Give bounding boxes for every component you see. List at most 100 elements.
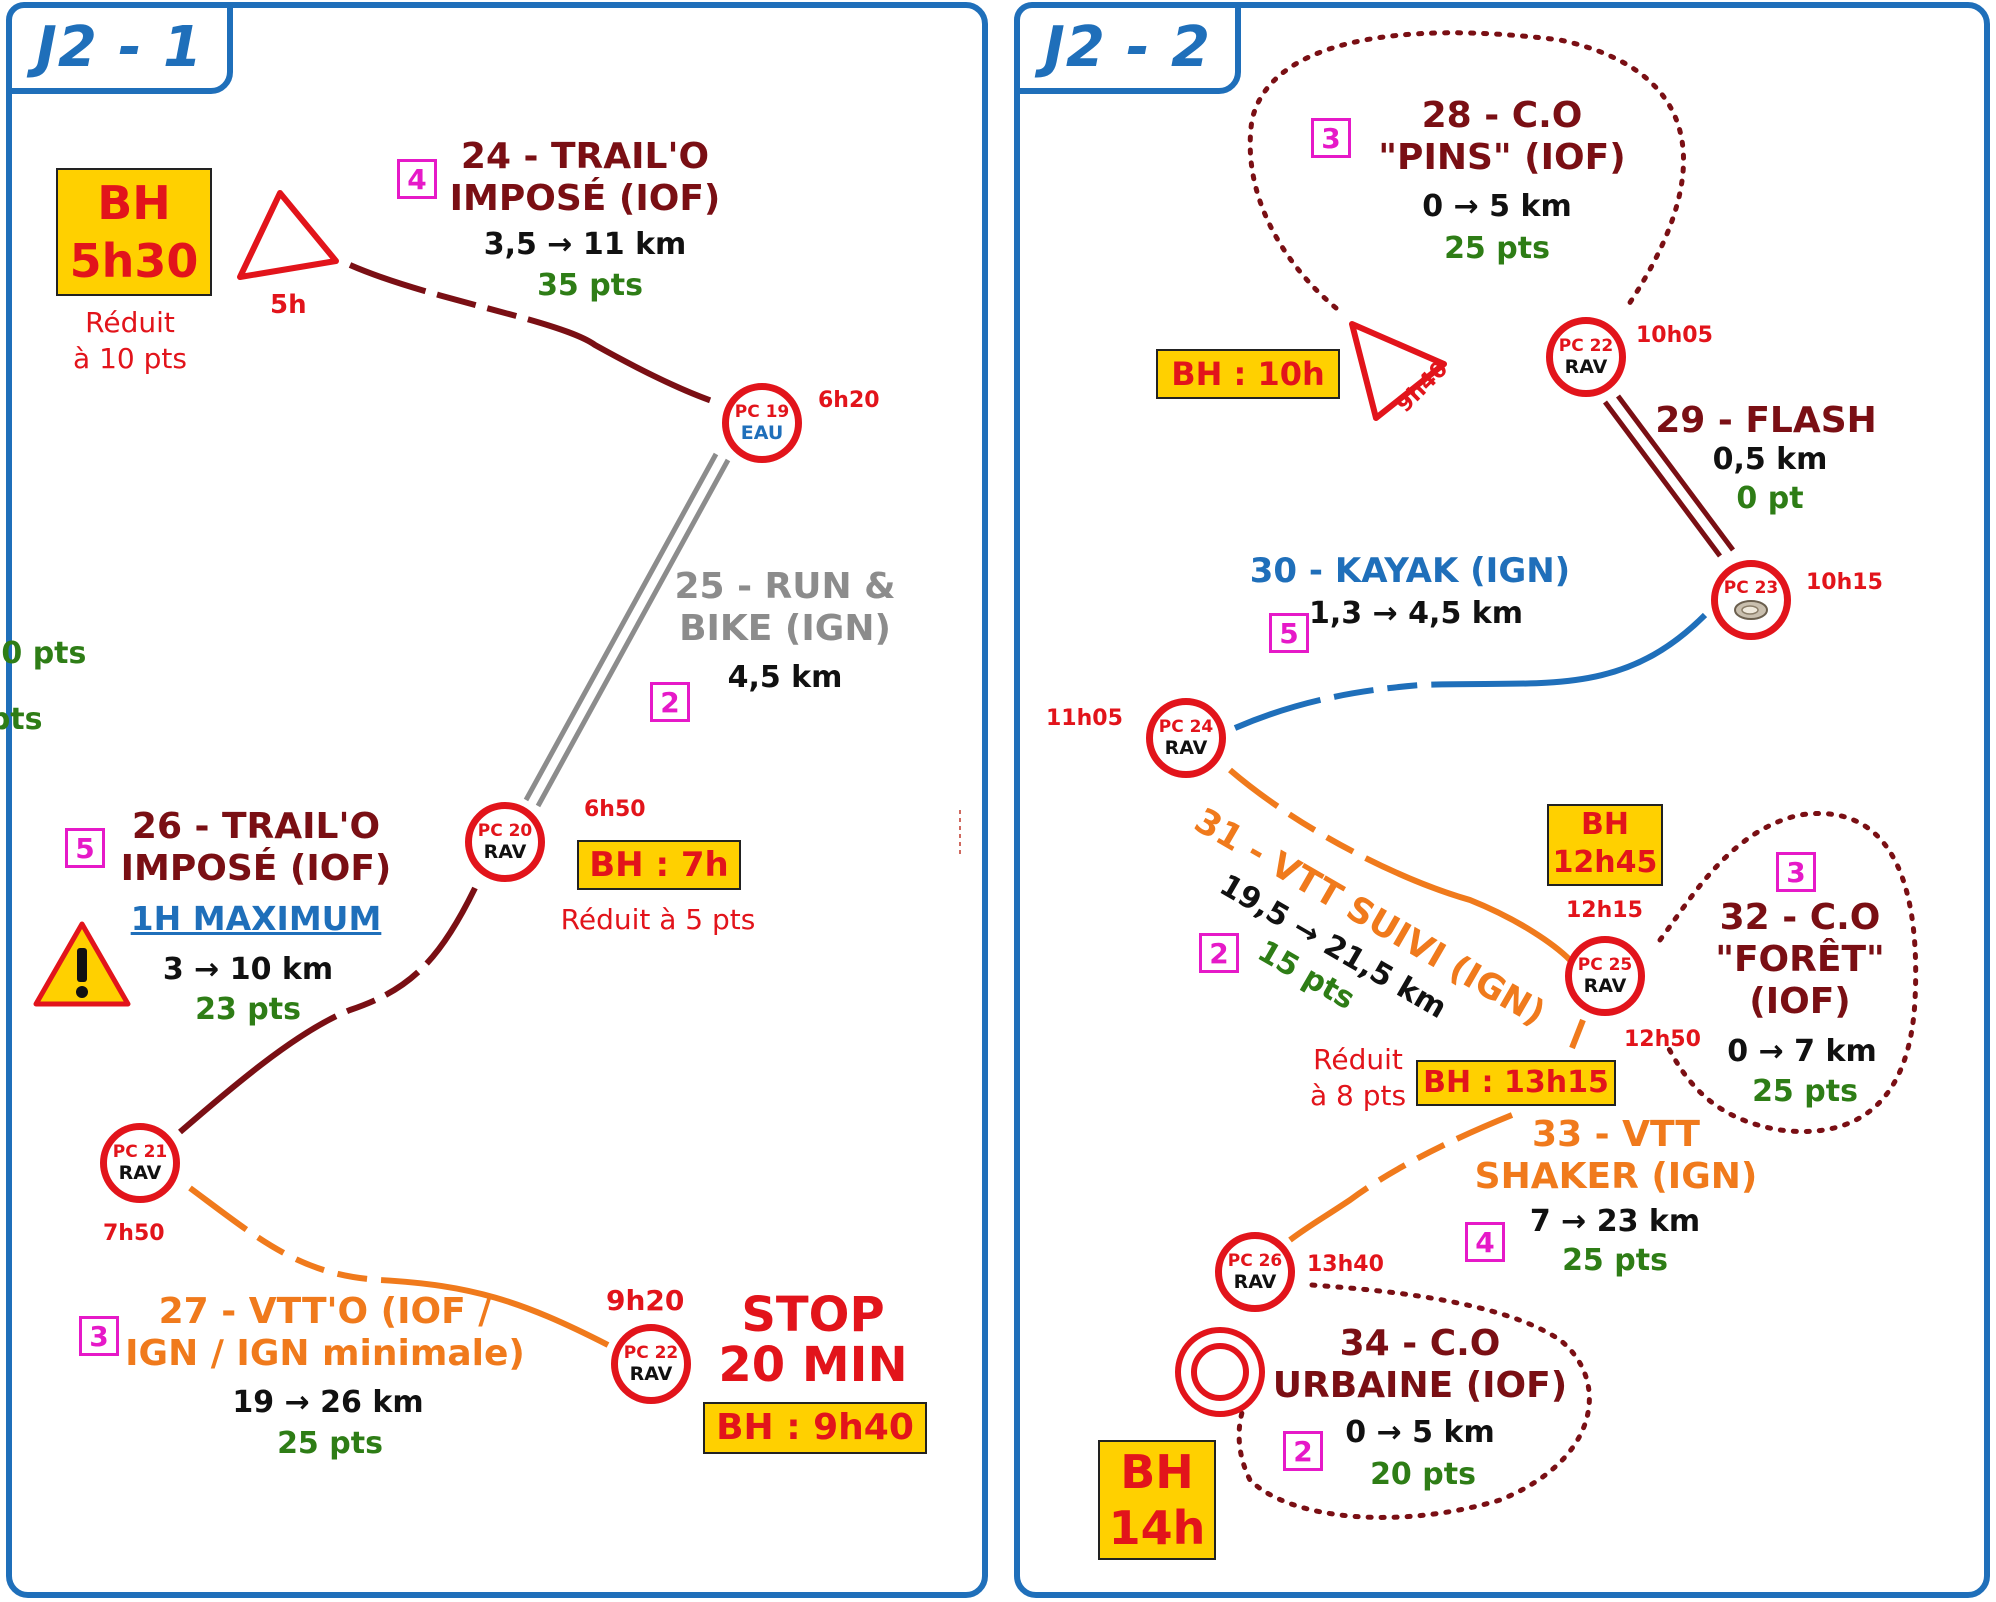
pc-role: RAV [1583,975,1627,997]
leg-33-title: 33 - VTT SHAKER (IGN) [1474,1114,1758,1197]
pc-number: PC 19 [734,402,790,422]
route-31-b [1569,1018,1586,1050]
pc-25-note: Réduit à 8 pts [1309,1043,1407,1112]
route-24 [348,262,716,405]
bh-finish-box: BH 14h [1098,1440,1216,1560]
pc-25-time-out: 12h50 [1624,1027,1701,1052]
pc-20: PC 20 RAV [465,802,545,882]
pc-number: PC 22 [623,1343,679,1363]
leg-33-distance: 7 → 23 km [1529,1204,1701,1239]
start-time: 5h [270,290,307,320]
leg-28-difficulty-badge: 3 [1311,118,1351,158]
route-27 [188,1185,610,1348]
leg-28-title: 28 - C.O "PINS" (IOF) [1378,95,1626,178]
leg-28-points: 25 pts [1444,231,1550,266]
leg-25-title: 25 - RUN & BIKE (IGN) [674,566,896,649]
leg-34-difficulty-badge: 2 [1283,1431,1323,1471]
route-31 [1228,767,1573,963]
start-note: Réduit à 10 pts [73,306,187,375]
bh-stop-box: BH : 9h40 [703,1402,927,1454]
pc-20-note: Réduit à 5 pts [560,903,756,936]
pc-role: RAV [1164,737,1208,759]
route-30 [1233,612,1708,731]
leg-30-points: 3 + 10 pts [0,636,87,671]
pc-number: PC 22 [1558,336,1614,356]
oyster-icon [1734,600,1768,620]
leg-24-distance: 3,5 → 11 km [483,227,687,262]
pc-number: PC 23 [1723,578,1779,598]
leg-33-difficulty-badge: 4 [1465,1222,1505,1262]
pc-22: PC 22 RAV [1546,317,1626,397]
bh-1315-box: BH : 13h15 [1416,1060,1616,1106]
pc-26-time: 13h40 [1307,1252,1384,1277]
route-25-b [535,458,731,808]
pc-23: PC 23 [1711,560,1791,640]
leg-26-time-limit: 1H MAXIMUM [130,899,382,938]
leg-34-distance: 0 → 5 km [1345,1415,1495,1450]
finish-circle-icon [1175,1327,1265,1417]
pc-number: PC 20 [477,821,533,841]
leg-28-distance: 0 → 5 km [1422,189,1572,224]
panel-title: J2 - 1 [6,2,233,94]
leg-34-points: 20 pts [1370,1457,1476,1492]
pc-25: PC 25 RAV [1565,936,1645,1016]
bh-start-box: BH 5h30 [56,168,212,296]
leg-32-difficulty-badge: 3 [1776,852,1816,892]
pc-24: PC 24 RAV [1146,698,1226,778]
leg-24-difficulty-badge: 4 [397,159,437,199]
leg-27-distance: 19 → 26 km [232,1385,424,1420]
leg-26-difficulty-badge: 5 [65,828,105,868]
panel-title: J2 - 2 [1014,2,1241,94]
pc-22-time: 10h05 [1636,323,1713,348]
route-25-a [523,452,719,802]
pc-role: RAV [1564,356,1608,378]
loop-34 [1236,1282,1592,1520]
leg-26-points: 23 pts [195,992,301,1027]
pc-22-time-label: 9h20 [606,1284,685,1317]
loop-28 [1247,30,1686,313]
panel-j2-2: J2 - 2 [1014,2,1990,1598]
leg-24-title: 24 - TRAIL'O IMPOSÉ (IOF) [449,136,721,219]
pc-role: EAU [740,422,784,444]
pc-number: PC 25 [1577,955,1633,975]
leg-30-difficulty-badge: 5 [1269,613,1309,653]
pc-number: PC 26 [1227,1251,1283,1271]
leg-32-points: 25 pts [1752,1074,1858,1109]
pc-24-time: 11h05 [1046,706,1123,731]
start-triangle-icon [1349,321,1447,421]
leg-24-points: 35 pts [537,268,643,303]
leg-29-points: 0 pt [1736,481,1804,516]
route-26 [178,886,478,1135]
pc-23-time: 10h15 [1806,570,1883,595]
start-triangle-icon [237,190,339,280]
bh-start-box: BH : 10h [1156,349,1340,399]
pc-number: PC 21 [112,1142,168,1162]
stop-label: STOP 20 MIN [718,1287,908,1393]
leg-25-distance: 4,5 km [727,660,843,695]
leg-30-title: 30 - KAYAK (IGN) [1249,551,1571,591]
leg-26-distance: 3 → 10 km [162,952,334,987]
leg-27-title: 27 - VTT'O (IOF / IGN / IGN minimale) [125,1291,525,1374]
warning-icon [33,921,131,1007]
leg-29-title: 29 - FLASH [1655,400,1877,441]
pc-number: PC 24 [1158,717,1214,737]
leg-30-distance: 1,3 → 4,5 km [1309,596,1523,631]
pc-21-time: 7h50 [103,1221,165,1246]
pc-role: RAV [629,1363,673,1385]
pc-role: RAV [1233,1271,1277,1293]
leg-31-difficulty-badge: 2 [1199,933,1239,973]
leg-32-distance: 0 → 7 km [1727,1034,1877,1069]
pc-role: RAV [483,841,527,863]
bh-pc25-box: BH 12h45 [1547,804,1663,886]
leg-26-title: 26 - TRAIL'O IMPOSÉ (IOF) [120,806,392,889]
leg-25-points: 2 pts [0,702,43,737]
pc-21: PC 21 RAV [100,1123,180,1203]
pc-role: RAV [118,1162,162,1184]
leg-27-points: 25 pts [277,1426,383,1461]
pc-22: PC 22 RAV [611,1324,691,1404]
pc-19: PC 19 EAU [722,383,802,463]
leg-34-title: 34 - C.O URBAINE (IOF) [1272,1323,1568,1406]
pc-19-time: 6h20 [818,388,880,413]
leg-27-difficulty-badge: 3 [79,1316,119,1356]
route-29-b [1615,394,1736,552]
